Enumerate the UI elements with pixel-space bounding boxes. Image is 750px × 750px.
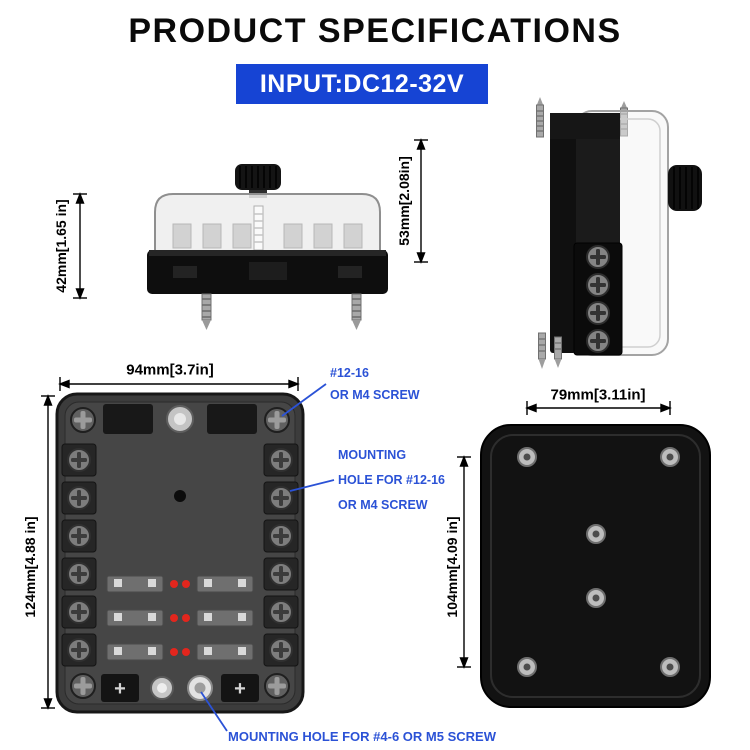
terminal-screw-icon: [61, 481, 97, 515]
screw-annotation-line1: #12-16: [330, 366, 369, 380]
mounting-hole-icon: [586, 524, 606, 544]
side-hole-annotation-line2: HOLE FOR #12-16: [338, 473, 445, 487]
terminal-screw-icon: [263, 633, 299, 667]
mounting-screw-icon: [351, 293, 362, 330]
fuse-icon: [106, 609, 164, 627]
positive-terminal-block: +: [101, 674, 139, 702]
terminal-block-profile: [573, 242, 623, 356]
corner-screw-icon: [70, 673, 96, 699]
fuse-icon: [196, 643, 254, 661]
side-hole-annotation-line3: OR M4 SCREW: [338, 498, 428, 512]
terminal-screw-icon: [263, 557, 299, 591]
terminal-screw-icon: [61, 519, 97, 553]
fuse-box-body: [55, 392, 305, 714]
cover-knob-icon: [668, 165, 702, 211]
led-indicator-icon: [170, 580, 190, 656]
mounting-hole-icon: [660, 447, 680, 467]
fuse-icon: [196, 609, 254, 627]
terminal-screw-icon: [586, 273, 610, 297]
terminal-screw-icon: [61, 557, 97, 591]
bottom-width-dimension: 79mm[3.11in]: [550, 386, 646, 404]
terminal-screw-icon: [61, 633, 97, 667]
bottom-mounting-hole-icon: [187, 675, 213, 701]
fuse-icon: [106, 575, 164, 593]
cover-internals: [172, 223, 363, 249]
terminal-screw-icon: [586, 329, 610, 353]
mounting-screw-icon: [620, 101, 628, 137]
top-view-drawing: + +: [55, 392, 305, 714]
terminal-screw-icon: [586, 301, 610, 325]
top-terminal-covers: [103, 404, 257, 434]
corner-screw-icon: [264, 407, 290, 433]
top-width-dimension: 94mm[3.7in]: [126, 361, 214, 379]
screw-annotation: #12-16 OR M4 SCREW: [330, 362, 420, 406]
side-view-drawing: [536, 97, 702, 369]
side-hole-annotation-line1: MOUNTING: [338, 448, 407, 462]
page-title: PRODUCT SPECIFICATIONS: [128, 12, 622, 50]
corner-screw-icon: [70, 407, 96, 433]
plus-label: +: [234, 678, 246, 700]
bottom-view-drawing: [480, 424, 711, 708]
terminal-screw-icon: [586, 245, 610, 269]
corner-screw-icon: [264, 673, 290, 699]
fuse-icon: [106, 643, 164, 661]
cover-knob-icon: [235, 164, 281, 198]
front-view-drawing: [147, 164, 388, 330]
terminal-screw-icon: [263, 481, 299, 515]
top-height-dimension: 124mm[4.88 in]: [22, 516, 38, 618]
bottom-plate: [480, 424, 711, 708]
bottom-mounting-hole-annotation: MOUNTING HOLE FOR #4-6 OR M5 SCREW: [228, 729, 496, 744]
terminal-screw-icon: [263, 443, 299, 477]
plus-label: +: [114, 678, 126, 700]
mounting-hole-icon: [660, 657, 680, 677]
center-hole-icon: [174, 490, 186, 502]
terminal-screw-icon: [263, 595, 299, 629]
front-height-dimension: 42mm[1.65 in]: [53, 199, 69, 293]
mounting-screw-icon: [201, 293, 212, 330]
fuse-icon: [196, 575, 254, 593]
mounting-screw-icon: [536, 97, 544, 138]
power-stud-icon: [150, 676, 174, 700]
terminal-screw-icon: [263, 519, 299, 553]
mounting-hole-icon: [517, 657, 537, 677]
mounting-screw-icon: [538, 332, 546, 369]
center-screw-icon: [253, 205, 264, 251]
mounting-hole-icon: [517, 447, 537, 467]
terminal-screw-icon: [61, 595, 97, 629]
input-voltage-banner: INPUT:DC12-32V: [236, 64, 488, 104]
side-height-dimension: 53mm[2.08in]: [396, 156, 412, 246]
positive-terminal-block: +: [221, 674, 259, 702]
mounting-hole-icon: [586, 588, 606, 608]
mounting-screw-icon: [554, 336, 562, 368]
bottom-height-dimension: 104mm[4.09 in]: [444, 516, 460, 618]
screw-annotation-line2: OR M4 SCREW: [330, 388, 420, 402]
power-stud-icon: [166, 405, 194, 433]
terminal-screw-icon: [61, 443, 97, 477]
base-housing: [147, 250, 388, 294]
side-mounting-hole-annotation: MOUNTING HOLE FOR #12-16 OR M4 SCREW: [338, 443, 445, 518]
input-voltage-label: INPUT:DC12-32V: [259, 69, 465, 98]
